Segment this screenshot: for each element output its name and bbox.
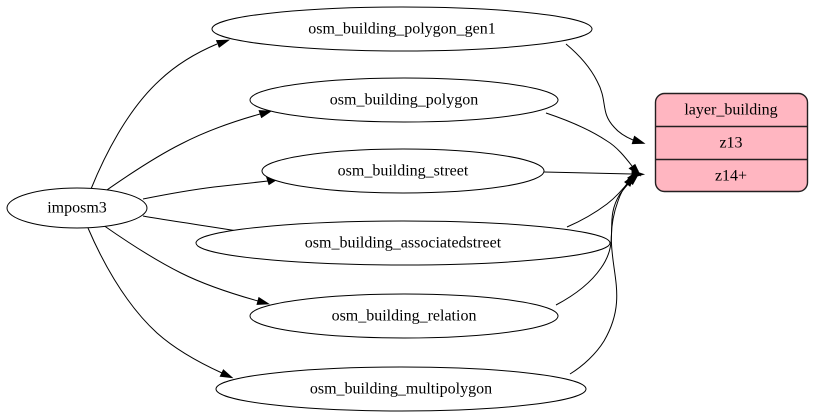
edge-osm-building-polygon-gen1-to-layer-building-z13 bbox=[565, 43, 646, 145]
node-osm-building-multipolygon-shape[interactable] bbox=[215, 366, 587, 412]
edge-imposm3-to-osm-building-polygon bbox=[103, 110, 273, 193]
layer-building-title: layer_building bbox=[684, 102, 777, 119]
node-imposm3-shape[interactable] bbox=[6, 187, 148, 229]
node-osm-building-associatedstreet[interactable]: osm_building_associatedstreet bbox=[195, 220, 611, 266]
node-osm-building-relation-shape[interactable] bbox=[249, 293, 559, 339]
node-osm-building-polygon-gen1[interactable]: osm_building_polygon_gen1 bbox=[211, 6, 593, 52]
layer-building-row-z13[interactable]: z13 bbox=[719, 135, 742, 152]
node-layer-building-box[interactable] bbox=[654, 92, 809, 193]
node-osm-building-polygon-gen1-shape[interactable] bbox=[211, 6, 593, 52]
node-osm-building-street[interactable]: osm_building_street bbox=[261, 148, 545, 194]
node-osm-building-associatedstreet-shape[interactable] bbox=[195, 220, 611, 266]
edge-osm-building-street-to-layer-building-z14plus bbox=[543, 169, 646, 179]
edge-imposm3-to-osm-building-multipolygon bbox=[87, 227, 234, 379]
edge-imposm3-to-osm-building-street bbox=[142, 177, 280, 200]
node-imposm3[interactable]: imposm3 bbox=[6, 187, 148, 229]
edge-imposm3-to-osm-building-relation bbox=[102, 224, 270, 305]
node-osm-building-polygon[interactable]: osm_building_polygon bbox=[249, 77, 559, 123]
node-osm-building-relation-label: osm_building_relation bbox=[332, 308, 477, 325]
node-osm-building-multipolygon-label: osm_building_multipolygon bbox=[310, 381, 492, 398]
node-layer-building[interactable]: layer_building z13 z14+ bbox=[654, 92, 809, 193]
edge-osm-building-associatedstreet-to-layer-building-z14plus bbox=[566, 169, 639, 228]
edge-osm-building-multipolygon-to-layer-building-z14plus bbox=[569, 173, 636, 375]
node-osm-building-street-label: osm_building_street bbox=[338, 163, 469, 180]
node-osm-building-polygon-shape[interactable] bbox=[249, 77, 559, 123]
node-osm-building-multipolygon[interactable]: osm_building_multipolygon bbox=[215, 366, 587, 412]
edge-imposm3-to-osm-building-polygon-gen1 bbox=[90, 39, 231, 190]
layer-building-row-z14plus[interactable]: z14+ bbox=[715, 168, 747, 185]
node-imposm3-label: imposm3 bbox=[47, 200, 107, 217]
node-osm-building-street-shape[interactable] bbox=[261, 148, 545, 194]
edge-group-tables-to-layer bbox=[543, 43, 646, 375]
node-osm-building-polygon-gen1-label: osm_building_polygon_gen1 bbox=[308, 21, 496, 38]
edge-osm-building-polygon-to-layer-building-z14plus bbox=[545, 112, 642, 177]
node-osm-building-relation[interactable]: osm_building_relation bbox=[249, 293, 559, 339]
node-osm-building-associatedstreet-label: osm_building_associatedstreet bbox=[305, 235, 502, 252]
node-osm-building-polygon-label: osm_building_polygon bbox=[330, 92, 478, 109]
